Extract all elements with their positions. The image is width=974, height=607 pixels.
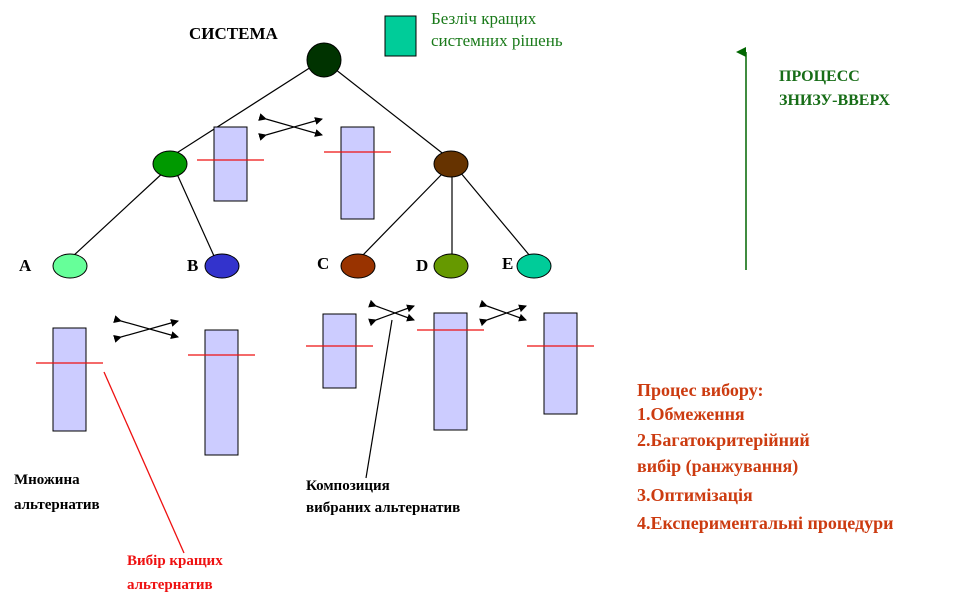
edge-root-right <box>325 61 447 157</box>
selection-process-item: 2.Багатокритерійний <box>637 430 810 450</box>
selection-process-item: 4.Експериментальні процедури <box>637 513 894 533</box>
cross-arrow-cd <box>368 299 415 327</box>
edge-left-a <box>71 169 167 258</box>
alternatives-label-line1: Множина <box>14 472 80 488</box>
leaf-node-c <box>340 253 376 279</box>
bar-upper-right <box>340 126 375 220</box>
pointer-selection <box>103 371 185 554</box>
alternatives-label-line2: альтернатив <box>14 497 100 513</box>
node-label-a: A <box>19 256 32 275</box>
tree-edges <box>71 59 531 258</box>
pointer-composition <box>365 319 393 479</box>
process-label-line1: ПРОЦЕСС <box>779 68 860 85</box>
system-title: СИСТЕМА <box>189 24 278 43</box>
selection-process-item: вибір (ранжування) <box>637 456 799 476</box>
bar-e <box>543 312 578 415</box>
leaf-node-d <box>433 253 469 279</box>
cross-arrow-upper <box>258 113 323 141</box>
alternative-bars <box>52 126 578 456</box>
selection-process-item: 1.Обмеження <box>637 404 745 424</box>
bar-upper-left <box>213 126 248 202</box>
selection-process-heading: Процес вибору: <box>637 380 764 400</box>
legend-text-line2: системних рішень <box>431 31 563 50</box>
bar-a <box>52 327 87 432</box>
selection-process-item: 3.Оптимізація <box>637 485 753 505</box>
leaf-node-b <box>204 253 240 279</box>
node-label-e: E <box>502 254 514 273</box>
edge-root-left <box>171 59 323 157</box>
cut-lines <box>36 151 594 364</box>
bar-d <box>433 312 468 431</box>
selection-label-line1: Вибір кращих <box>127 553 223 569</box>
cross-arrow-de <box>479 299 527 327</box>
cross-arrows <box>113 113 527 343</box>
leaf-node-e <box>516 253 552 279</box>
composition-label-line1: Композиция <box>306 478 390 494</box>
tree-nodes <box>52 42 552 279</box>
composition-label-line2: вибраних альтернатив <box>306 500 461 516</box>
selection-label-line2: альтернатив <box>127 577 213 593</box>
legend-text-line1: Безліч кращих <box>431 9 537 28</box>
process-label-line2: ЗНИЗУ-ВВЕРХ <box>779 92 890 109</box>
node-label-b: B <box>187 256 199 275</box>
bar-c <box>322 313 357 389</box>
mid-node-right <box>433 150 469 178</box>
edge-left-b <box>176 173 215 257</box>
root-node <box>306 42 342 78</box>
legend-swatch <box>384 15 417 57</box>
node-label-c: C <box>317 254 330 273</box>
node-label-d: D <box>416 256 429 275</box>
edge-right-c <box>361 171 445 257</box>
cross-arrow-ab <box>113 315 179 343</box>
mid-node-left <box>152 150 188 178</box>
bar-b <box>204 329 239 456</box>
leaf-node-a <box>52 253 88 279</box>
edge-right-e <box>459 171 531 257</box>
